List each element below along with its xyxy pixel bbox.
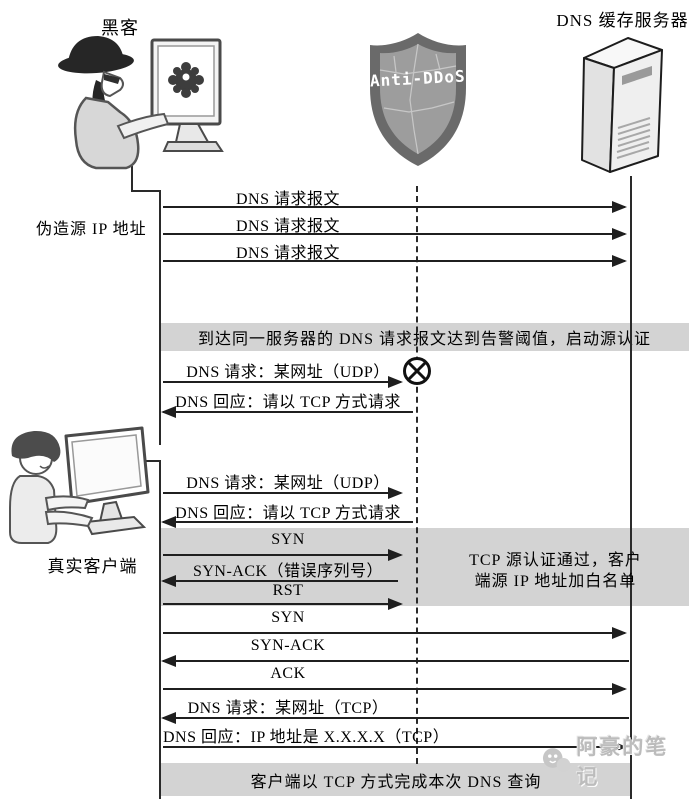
watermark-text: 阿豪的笔记 xyxy=(576,736,669,789)
arrow-right xyxy=(163,487,403,499)
arrow-right xyxy=(163,741,627,753)
arrow-right xyxy=(163,549,403,561)
message-label: DNS 请求报文 xyxy=(235,218,340,235)
arrow-left xyxy=(161,712,629,724)
message-label: DNS 回应：IP 地址是 X.X.X.X（TCP） xyxy=(163,729,450,746)
message-label: SYN xyxy=(271,609,305,626)
client-label: 真实客户端 xyxy=(47,557,138,576)
attacker-lifeline xyxy=(159,190,161,445)
forged-ip-label: 伪造源 IP 地址 xyxy=(36,221,147,238)
message-label: SYN-ACK xyxy=(250,637,326,654)
arrow-left xyxy=(161,575,398,587)
message-label: DNS 回应：请以 TCP 方式请求 xyxy=(175,394,401,411)
message-label: DNS 回应：请以 TCP 方式请求 xyxy=(175,505,401,522)
server-lifeline xyxy=(630,176,632,799)
client-connector-horizontal xyxy=(135,460,161,462)
message-label: SYN xyxy=(271,531,305,548)
server-icon xyxy=(581,37,663,173)
hacker-label: 黑客 xyxy=(101,18,139,38)
arrow-right xyxy=(163,255,627,267)
client-lifeline xyxy=(159,460,161,799)
message-label: DNS 请求报文 xyxy=(235,191,340,208)
watermark: 阿豪的笔记 xyxy=(540,731,689,791)
message-label: DNS 请求：某网址（UDP） xyxy=(186,364,390,381)
watermark-logo-icon xyxy=(542,748,571,772)
tcp-auth-band xyxy=(160,528,689,606)
client-icon xyxy=(9,426,150,544)
message-label: SYN-ACK（错误序列号） xyxy=(192,563,384,580)
antiddos-lifeline xyxy=(416,186,418,764)
arrow-right xyxy=(163,627,627,639)
complete-banner: 客户端以 TCP 方式完成本次 DNS 查询 xyxy=(160,763,632,796)
message-label: ACK xyxy=(270,665,306,682)
arrow-left xyxy=(161,406,413,418)
arrow-right xyxy=(163,683,627,695)
hacker-icon xyxy=(58,36,224,170)
anti-ddos-shield-icon: Anti-DDoS xyxy=(370,33,467,166)
dns-cache-server-label: DNS 缓存服务器 xyxy=(556,11,689,30)
arrow-right xyxy=(163,201,627,213)
alert-threshold-text: 到达同一服务器的 DNS 请求报文达到告警阈值，启动源认证 xyxy=(197,331,651,348)
arrow-right xyxy=(163,598,403,610)
blocked-circle-x-icon xyxy=(403,357,431,385)
gear-icon xyxy=(168,62,204,98)
hacker-connector-vertical xyxy=(131,166,133,192)
message-label: DNS 请求：某网址（TCP） xyxy=(187,700,389,717)
hacker-connector-horizontal xyxy=(131,190,161,192)
arrow-left xyxy=(161,655,629,667)
arrow-right xyxy=(163,228,627,240)
shield-label: Anti-DDoS xyxy=(370,67,467,91)
arrow-right xyxy=(163,376,403,388)
message-label: RST xyxy=(272,582,304,599)
alert-threshold-banner: 到达同一服务器的 DNS 请求报文达到告警阈值，启动源认证 xyxy=(160,323,689,351)
tcp-auth-note-line2: 端源 IP 地址加白名单 xyxy=(474,573,637,590)
tcp-auth-note: TCP 源认证通过，客户 端源 IP 地址加白名单 xyxy=(428,550,683,592)
arrow-left xyxy=(161,516,413,528)
message-label: DNS 请求：某网址（UDP） xyxy=(186,475,390,492)
complete-banner-text: 客户端以 TCP 方式完成本次 DNS 查询 xyxy=(250,773,542,791)
tcp-auth-note-line1: TCP 源认证通过，客户 xyxy=(469,552,642,569)
message-label: DNS 请求报文 xyxy=(235,245,340,262)
